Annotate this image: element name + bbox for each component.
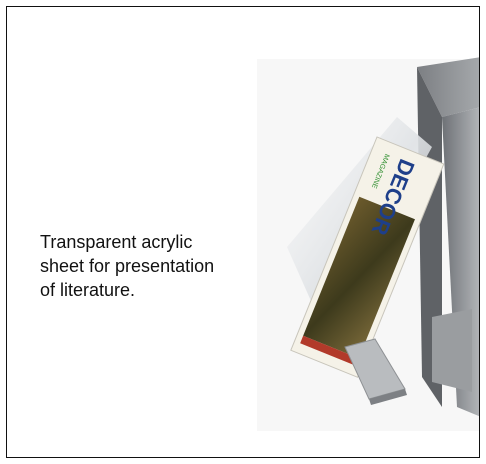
display-illustration: DECOR MAGAZINE xyxy=(257,57,479,431)
tray-lip xyxy=(369,389,407,405)
caption-line-3: of literature. xyxy=(40,280,136,300)
cabinet-top xyxy=(417,57,479,117)
magazine-photo xyxy=(303,196,415,359)
cabinet-inner-shelf xyxy=(432,309,472,392)
magazine-stripe xyxy=(300,335,359,366)
caption-line-2: sheet for presentation xyxy=(40,256,215,276)
magazine: DECOR MAGAZINE xyxy=(290,136,445,378)
caption-line-1: Transparent acrylic xyxy=(40,232,193,252)
callout-caption: Transparent acrylic sheet for presentati… xyxy=(40,230,280,302)
figure-frame: Transparent acrylic sheet for presentati… xyxy=(6,6,480,458)
